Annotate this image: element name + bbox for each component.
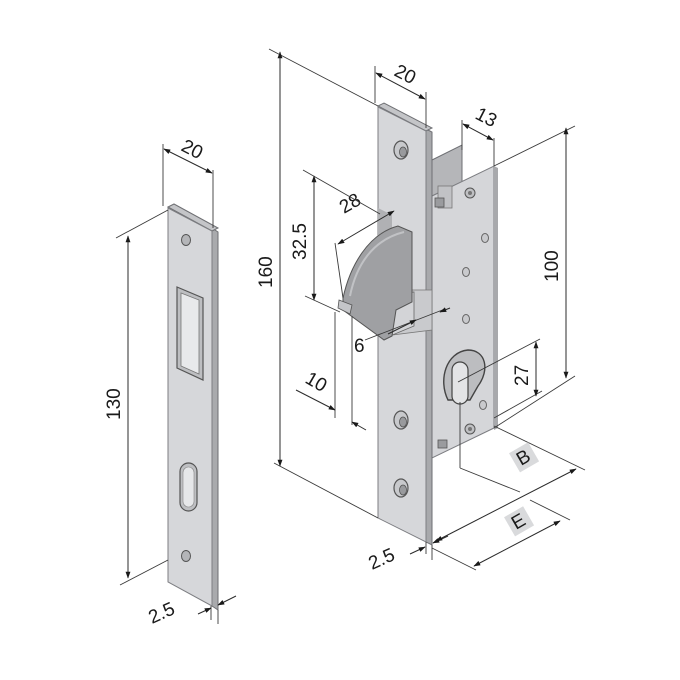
lock-dimension-depth: 13 bbox=[461, 104, 500, 166]
strike-dimension-thickness: 2.5 bbox=[145, 595, 237, 629]
lock-dimension-hook-height: 32.5 bbox=[290, 169, 381, 313]
lock-dimension-case-height: 100 bbox=[493, 125, 576, 429]
lock-dimension-backset: B bbox=[435, 402, 586, 542]
dim-label: 6 bbox=[354, 336, 365, 357]
screw-hole-icon bbox=[393, 478, 409, 498]
strike-dimension-height: 130 bbox=[104, 209, 169, 586]
dim-label: 130 bbox=[104, 388, 125, 420]
dim-label: 2.5 bbox=[365, 545, 398, 575]
dim-label: 20 bbox=[391, 61, 419, 89]
dim-label: 100 bbox=[542, 250, 563, 282]
screw-hole-icon bbox=[181, 234, 191, 246]
lock-case bbox=[431, 144, 498, 459]
dim-label: 160 bbox=[256, 256, 277, 288]
dim-label: 27 bbox=[512, 365, 533, 386]
dim-label: 10 bbox=[302, 368, 331, 397]
lock-dimension-height: 160 bbox=[256, 48, 379, 519]
dim-label: 32.5 bbox=[290, 223, 311, 260]
screw-hole-icon bbox=[181, 550, 191, 562]
dim-label: 2.5 bbox=[145, 599, 178, 629]
strike-plate bbox=[166, 203, 220, 611]
lock-dimension-overall: E bbox=[431, 499, 571, 571]
lock-dimension-thickness: 2.5 bbox=[365, 535, 449, 575]
lock-dimension-hook-offset: 6 bbox=[354, 307, 451, 357]
lock-dimension-hook-width: 10 bbox=[295, 312, 367, 431]
dim-label: 13 bbox=[472, 104, 500, 132]
lock-dimension-cylinder: 27 bbox=[457, 338, 543, 419]
dim-label: 20 bbox=[178, 136, 206, 164]
screw-hole-icon bbox=[393, 140, 409, 160]
hook-bolt bbox=[337, 225, 433, 341]
dim-label: 28 bbox=[336, 190, 365, 219]
screw-hole-icon bbox=[393, 410, 409, 430]
